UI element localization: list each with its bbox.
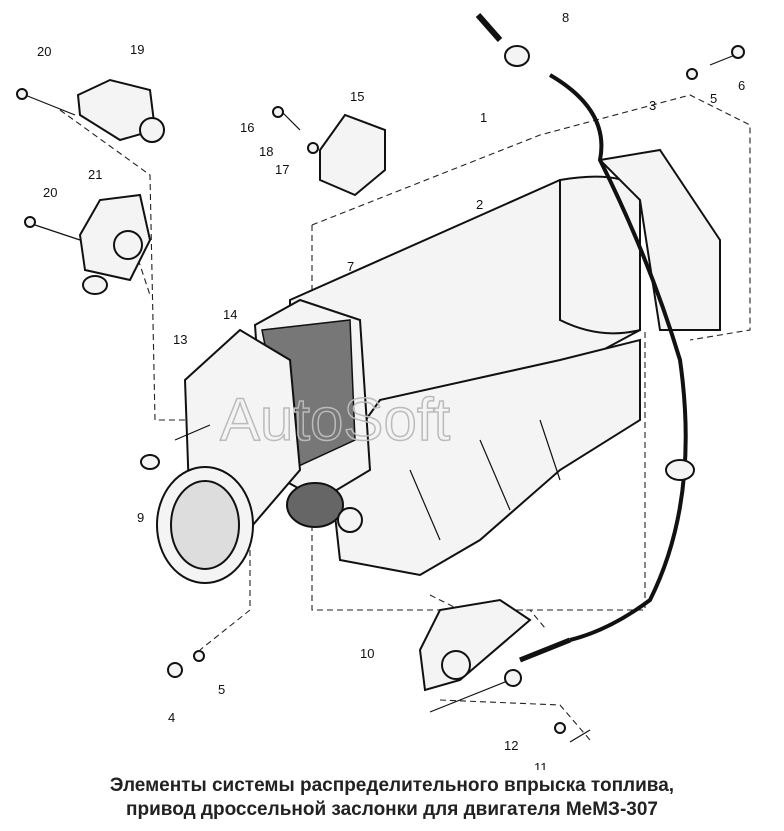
intake-manifold xyxy=(253,148,721,577)
callout-1: 1 xyxy=(480,110,487,125)
callout-6: 6 xyxy=(738,78,745,93)
throttle-position-sensor xyxy=(78,193,152,295)
callout-10: 10 xyxy=(360,646,374,661)
callout-9: 9 xyxy=(137,510,144,525)
callout-14: 14 xyxy=(223,307,237,322)
callout-18: 18 xyxy=(259,144,273,159)
callout-16: 16 xyxy=(240,120,254,135)
sensor-15 xyxy=(307,113,386,197)
cable-bracket xyxy=(167,598,591,743)
callout-3: 3 xyxy=(649,98,656,113)
callout-17: 17 xyxy=(275,162,289,177)
callout-20a: 20 xyxy=(37,44,51,59)
callout-11: 11 xyxy=(534,760,548,770)
bolts xyxy=(16,45,745,241)
throttle-body xyxy=(140,328,363,584)
callout-21: 21 xyxy=(88,167,102,182)
caption-line-2: привод дроссельной заслонки для двигател… xyxy=(126,799,658,820)
caption-line-1: Элементы системы распределительного впры… xyxy=(109,775,675,796)
callout-15: 15 xyxy=(350,89,364,104)
callout-labels: 20 19 20 21 15 16 18 17 8 5 6 3 1 2 7 14… xyxy=(37,10,745,770)
callout-19: 19 xyxy=(130,42,144,57)
callout-20b: 20 xyxy=(43,185,57,200)
callout-2: 2 xyxy=(476,197,483,212)
callout-12: 12 xyxy=(504,738,518,753)
watermark: AutoSoft xyxy=(220,386,450,453)
throttle-cable xyxy=(475,13,695,663)
exploded-parts-diagram: AutoSoft 20 19 20 21 15 16 18 17 8 5 6 3… xyxy=(16,10,751,770)
callout-7: 7 xyxy=(347,259,354,274)
callout-5b: 5 xyxy=(218,682,225,697)
callout-13: 13 xyxy=(173,332,187,347)
idle-air-control-valve xyxy=(76,78,165,143)
callout-4: 4 xyxy=(168,710,175,725)
callout-8: 8 xyxy=(562,10,569,25)
callout-5a: 5 xyxy=(710,91,717,106)
figure-caption: Элементы системы распределительного впры… xyxy=(0,774,784,822)
